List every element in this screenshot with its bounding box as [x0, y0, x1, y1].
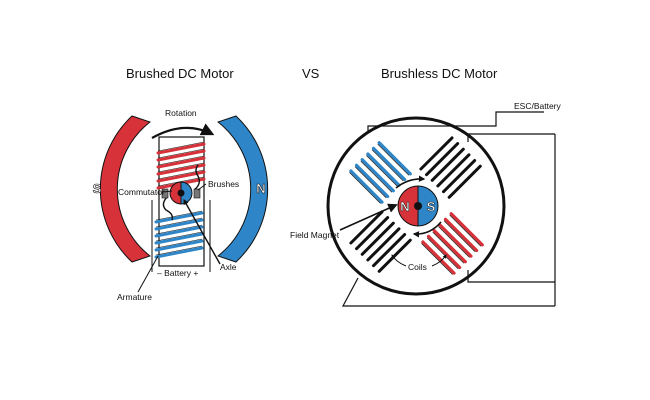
esc-wire-top: [367, 111, 544, 132]
rotor-rotation-arrow-top: [395, 175, 426, 189]
field-magnet-label: Field Magnet: [290, 230, 340, 240]
commutator: [162, 164, 201, 221]
coils-label: Coils: [408, 262, 427, 272]
south-pole-label: S: [93, 181, 102, 196]
armature-frame: [158, 136, 205, 267]
esc-wire-upper: [467, 133, 555, 142]
coil-lower-left: [349, 210, 412, 273]
coil-upper-right: [419, 136, 482, 199]
axle-label: Axle: [220, 262, 237, 272]
north-magnet: [216, 115, 269, 263]
brushless-motor-title: Brushless DC Motor: [381, 66, 498, 81]
esc-wire-lower: [467, 270, 555, 283]
south-magnet: [99, 115, 152, 263]
rotation-arrow: [151, 123, 215, 139]
rotor-rotation-arrow-bottom: [412, 221, 442, 238]
brushed-motor-title: Brushed DC Motor: [126, 66, 234, 81]
battery-label: – Battery +: [157, 268, 198, 278]
commutator-label: Commutator: [118, 187, 165, 197]
rotation-label: Rotation: [165, 108, 197, 118]
rotor-north-label: N: [400, 199, 409, 214]
esc-battery-label: ESC/Battery: [514, 101, 562, 111]
rotor-south-label: S: [427, 199, 436, 214]
left-brush: [161, 188, 169, 199]
right-brush: [193, 188, 201, 199]
vs-label: VS: [302, 66, 320, 81]
brushed-motor: S N Rotation: [92, 108, 269, 302]
esc-wire-bottom: [341, 277, 555, 307]
coil-lower-right: [421, 212, 484, 275]
brushes-label: Brushes: [208, 179, 239, 189]
blue-coil: [154, 211, 204, 259]
coil-upper-left: [349, 141, 412, 204]
armature-label: Armature: [117, 292, 152, 302]
brushless-motor: N S ESC/Battery Field Magnet Coils: [290, 101, 562, 307]
axle-dot: [177, 189, 185, 197]
north-pole-label: N: [256, 181, 265, 196]
rotor-axle: [414, 202, 422, 210]
rotor-magnet: N S: [397, 185, 439, 227]
